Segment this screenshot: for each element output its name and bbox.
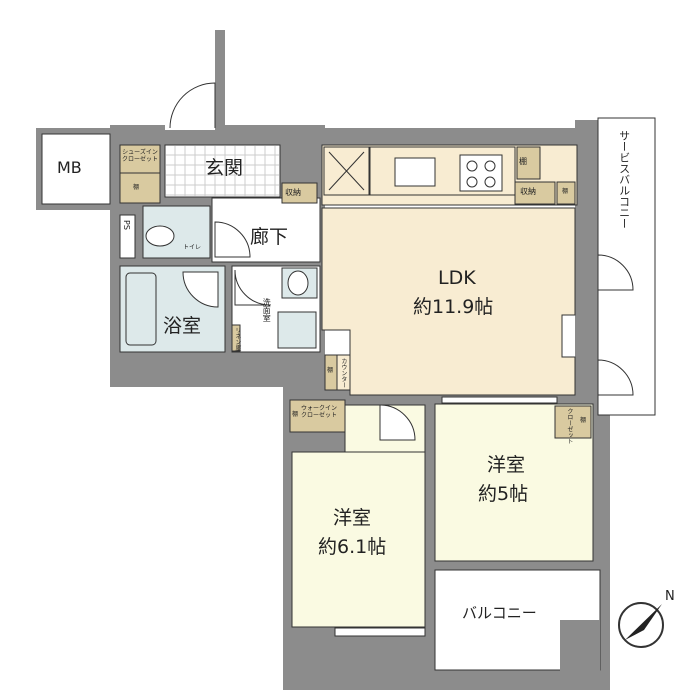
ps-shaft — [119, 214, 136, 259]
western-room-1-size: 約6.1帖 — [318, 536, 387, 558]
bathtub-icon — [125, 272, 157, 346]
kitchen-sink-icon — [394, 157, 436, 187]
bath-label: 浴室 — [163, 315, 202, 337]
entrance-tiles — [166, 146, 279, 196]
western-room-1-name: 洋室 — [333, 507, 372, 529]
ldk-room — [321, 207, 576, 396]
shoe-closet-label: シューズイン クローゼット — [121, 149, 158, 163]
kitchen-shelf-label: 棚 — [519, 157, 527, 166]
entrance-door[interactable] — [169, 82, 216, 129]
washroom-door[interactable] — [234, 269, 271, 306]
washing-machine-pan — [277, 311, 317, 349]
shoe-closet — [119, 144, 161, 174]
compass-north-label: N — [665, 589, 675, 604]
balcony-door-1[interactable] — [597, 254, 634, 291]
western-room-2-size: 約5帖 — [478, 483, 529, 505]
shoe-shelf — [119, 172, 161, 204]
entrance-floor — [164, 144, 281, 198]
service-balcony-label: サービスバルコニー — [617, 130, 631, 229]
corridor-storage — [281, 182, 318, 204]
stove-icon — [459, 154, 503, 192]
ldk-size: 約11.9帖 — [413, 296, 494, 318]
sliding-door[interactable] — [441, 396, 558, 404]
storage-label: 収納 — [285, 188, 301, 197]
ldk-label: LDK — [438, 267, 476, 289]
counter — [336, 354, 351, 391]
kitchen-storage — [514, 181, 556, 205]
balcony-door-2[interactable] — [597, 359, 634, 396]
kitchen-shelf-2-label: 棚 — [562, 188, 569, 195]
mb-box — [41, 133, 111, 205]
toilet-label: トイレ — [183, 244, 202, 251]
sink-icon — [287, 270, 309, 296]
toilet-bowl-icon — [145, 225, 175, 247]
kitchen-storage-label: 収納 — [520, 187, 536, 196]
bath-door[interactable] — [182, 271, 219, 308]
kitchen-shelf — [516, 146, 541, 180]
toilet-door[interactable] — [214, 221, 251, 258]
closet-label: クローゼット — [565, 408, 573, 444]
washroom-label: 洗面室 — [262, 298, 272, 322]
western-room-2-name: 洋室 — [487, 454, 526, 476]
ps-label: PS — [122, 220, 132, 230]
shelf-label: 棚 — [133, 184, 140, 191]
wic-label: ウォークイン クローゼット — [301, 405, 338, 419]
column — [560, 620, 600, 690]
linen-storage — [231, 324, 241, 352]
window — [334, 627, 426, 637]
corridor-label: 廊下 — [250, 226, 289, 248]
wic-shelf-label: 棚 — [292, 411, 299, 418]
western-room-1-door[interactable] — [379, 404, 416, 441]
fridge-cross-icon — [328, 151, 365, 191]
closet — [554, 405, 592, 439]
compass-icon — [618, 602, 664, 648]
balcony-label: バルコニー — [462, 604, 537, 622]
counter-shelf-label: 棚 — [327, 367, 334, 374]
counter-label: カウンター — [339, 358, 347, 388]
kitchen-shelf-2 — [556, 181, 576, 205]
closet-shelf-label: 棚 — [580, 417, 587, 424]
linen-label: リネン庫 — [233, 327, 241, 351]
western-room-1 — [291, 451, 426, 628]
entrance-label: 玄関 — [205, 157, 244, 179]
mb-label: MB — [57, 158, 82, 177]
